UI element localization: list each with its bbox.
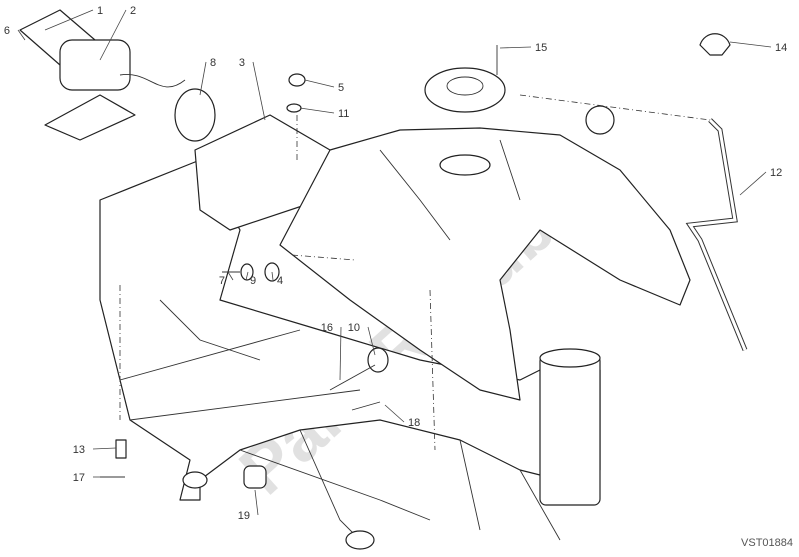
callout-label-13: 13 [73,444,85,456]
callout-leader-line [384,404,405,423]
callout-label-16: 16 [321,322,333,334]
fuel-cap [424,67,506,113]
callout-label-10: 10 [348,322,360,334]
hose-clamp [699,33,731,56]
callout-leader-line [299,107,335,114]
callout-label-12: 12 [770,167,782,179]
callout-leader-line [367,326,376,356]
callout-leader-line [252,61,266,121]
hardware [100,45,498,489]
callout-leader-line [729,41,772,48]
callout-leader-line [92,447,117,450]
callout-label-3: 3 [239,57,245,69]
ring-nut [174,88,216,142]
assembly-dash-lines [119,94,711,451]
callout-leader-line [499,46,532,49]
fuel-tank [279,127,691,401]
gear-icon [585,105,615,135]
callout-label-5: 5 [338,82,344,94]
callout-leader-line [245,271,249,281]
drawing-code: VST01884 [741,537,793,549]
callout-label-15: 15 [535,42,547,54]
callout-label-7: 7 [219,275,225,287]
callout-leader-line [44,9,94,31]
callout-leader-line [227,271,234,281]
callout-label-17: 17 [73,472,85,484]
fuel-pump [19,9,186,141]
callout-leader-line [271,271,274,281]
callout-leader-line [254,489,259,516]
callout-label-1: 1 [97,5,103,17]
callout-label-18: 18 [408,417,420,429]
callout-leader-line [17,29,26,41]
callout-label-8: 8 [210,57,216,69]
callout-label-19: 19 [238,510,250,522]
callout-label-11: 11 [338,108,349,120]
callout-leader-line [339,326,342,381]
callout-label-4: 4 [277,275,283,287]
callout-label-6: 6 [4,25,10,37]
callout-leader-line [199,61,207,96]
fuel-hose-inner [687,118,747,351]
callout-leader-line [304,79,335,88]
callout-label-9: 9 [250,275,256,287]
callout-label-2: 2 [130,5,136,17]
callout-leader-line [99,9,127,61]
frame [99,159,601,550]
callout-leader-line [739,171,767,196]
callout-label-14: 14 [775,42,787,54]
